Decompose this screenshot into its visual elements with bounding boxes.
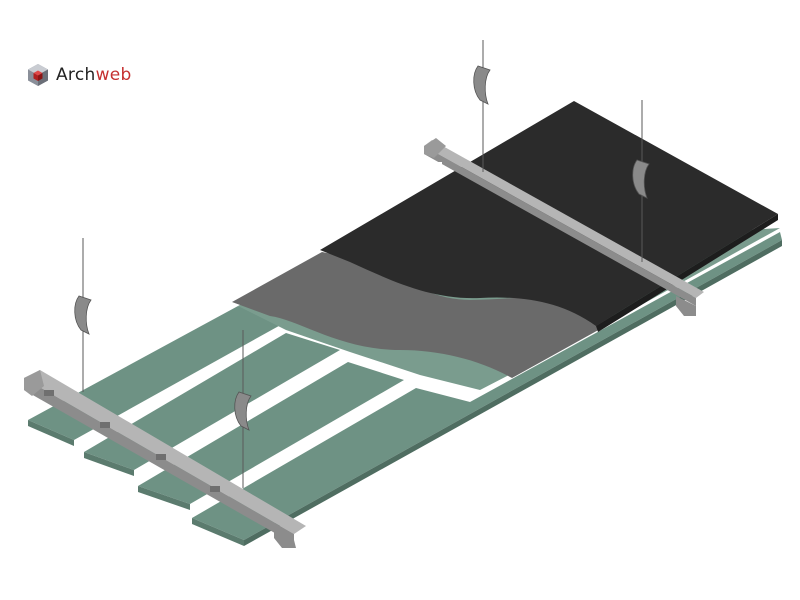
logo-wordmark: Archweb (56, 62, 132, 88)
panel-strip-1-edge (28, 420, 74, 446)
panel-strip-3-edge (138, 486, 190, 510)
panel-right-edge (244, 240, 782, 546)
hexagon-cube-icon (28, 64, 48, 86)
hanger-clip-4 (234, 391, 252, 431)
hanger-clip-3 (74, 295, 92, 335)
hanger-clip-2 (632, 159, 650, 199)
logo-text-arch: Arch (56, 65, 96, 85)
logo-text-web: web (95, 65, 132, 85)
support-rail-back (424, 138, 704, 316)
panel-strip-4 (192, 232, 782, 540)
panel-strip-2-edge (84, 452, 134, 476)
hanger-clip-1 (473, 65, 491, 105)
archweb-logo: Archweb (26, 62, 132, 88)
support-rail-front (24, 370, 306, 548)
insulation-layer-grey (232, 252, 620, 378)
hanger-clips (74, 65, 650, 431)
panel-strip-4-edge (192, 518, 244, 546)
